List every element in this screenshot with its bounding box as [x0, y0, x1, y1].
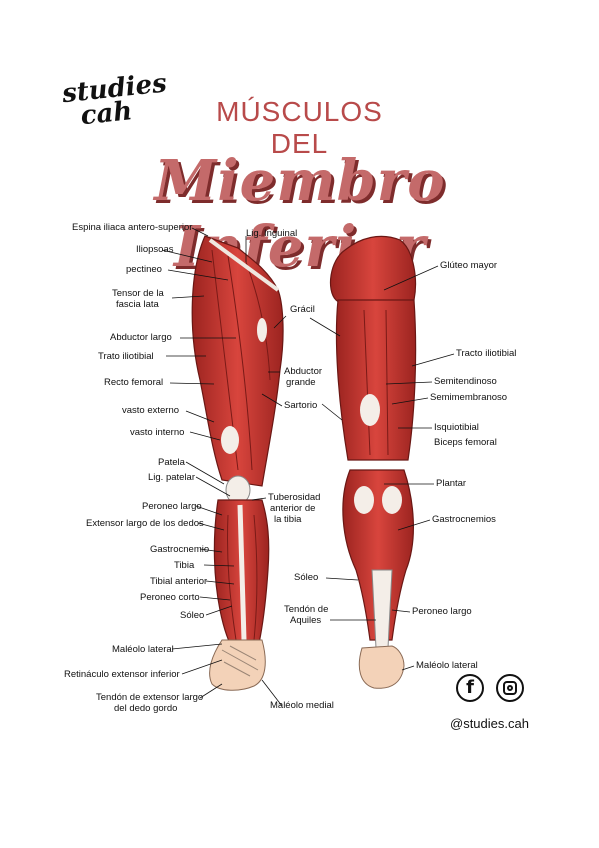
label-aquiles-2: Aquiles [290, 615, 322, 626]
label-tendon-2: del dedo gordo [114, 703, 178, 714]
label-iliopsoas: Iliopsoas [136, 244, 174, 255]
facebook-icon[interactable]: f [456, 674, 484, 702]
label-tuberosidad-1: Tuberosidad [268, 492, 321, 503]
label-biceps-femoral: Biceps femoral [434, 437, 497, 448]
label-abductor-largo: Abductor largo [110, 332, 172, 343]
label-semitendinoso: Semitendinoso [434, 376, 497, 387]
label-extensor-dedos: Extensor largo de los dedos [86, 518, 204, 529]
label-tensor-2: fascia lata [116, 299, 159, 310]
label-isquiotibial: Isquiotibial [434, 422, 479, 433]
title-line2: DEL [270, 128, 329, 159]
label-soleo-post: Sóleo [294, 572, 319, 583]
label-pectineo: pectineo [126, 264, 162, 275]
label-peroneo-largo: Peroneo largo [142, 501, 202, 512]
social-handle[interactable]: @studies.cah [450, 716, 529, 731]
label-tendon-1: Tendón de extensor largo [96, 692, 204, 703]
label-tuberosidad-3: la tibia [274, 514, 302, 525]
label-abductor-grande-2: grande [286, 377, 316, 388]
label-tensor-1: Tensor de la [112, 288, 164, 299]
instagram-frame [503, 681, 517, 695]
label-vasto-externo: vasto externo [122, 405, 180, 416]
label-tracto-iliotibial: Tracto iliotibial [456, 348, 517, 359]
label-peroneo-largo-post: Peroneo largo [412, 606, 472, 617]
label-maleolo-medial: Maléolo medial [270, 700, 334, 711]
label-recto-femoral: Recto femoral [104, 377, 164, 388]
label-tibia: Tibia [174, 560, 195, 571]
label-gluteo-mayor: Glúteo mayor [440, 260, 498, 271]
posterior-leg [329, 235, 417, 689]
label-retinaculo: Retináculo extensor inferior [64, 669, 180, 680]
label-gastrocnemios: Gastrocnemios [432, 514, 496, 525]
label-trato-iliotibial: Trato iliotibial [98, 351, 154, 362]
label-maleolo-lateral-post: Maléolo lateral [416, 660, 478, 671]
label-lig-inguinal: Lig. Inguinal [246, 228, 298, 239]
label-tibial-anterior: Tibial anterior [150, 576, 208, 587]
label-patela: Patela [158, 457, 185, 468]
instagram-icon[interactable] [496, 674, 524, 702]
title-line1: MÚSCULOS [216, 96, 383, 127]
label-soleo-ant: Sóleo [180, 610, 205, 621]
leader-lines [161, 227, 455, 707]
label-peroneo-corto: Peroneo corto [140, 592, 200, 603]
label-semimembranoso: Semimembranoso [430, 392, 508, 403]
social-icons: f [456, 674, 536, 714]
label-aquiles-1: Tendón de [284, 604, 329, 615]
label-plantar: Plantar [436, 478, 467, 489]
label-sartorio: Sartorio [284, 400, 318, 411]
label-gastrocnemio: Gastrocnemio [150, 544, 210, 555]
label-tuberosidad-2: anterior de [270, 503, 316, 514]
anterior-leg [191, 235, 284, 691]
label-espina-iliaca: Espina iliaca antero-superior [72, 222, 193, 233]
label-abductor-grande-1: Abductor [284, 366, 323, 377]
label-lig-patelar: Lig. patelar [148, 472, 196, 483]
label-vasto-interno: vasto interno [130, 427, 185, 438]
instagram-lens [507, 685, 513, 691]
label-maleolo-lateral-ant: Maléolo lateral [112, 644, 174, 655]
label-gracil: Grácil [290, 304, 315, 315]
